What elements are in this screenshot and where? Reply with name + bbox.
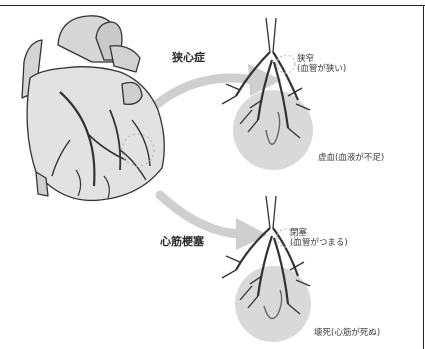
infarction-vessel: [222, 196, 311, 342]
angina-result: 虚血(血液が不足): [318, 154, 384, 164]
angina-title: 狭心症: [172, 52, 205, 65]
infarction-status: 閉塞 (血管がつまる): [290, 229, 348, 249]
angina-status-description: (血管が狭い): [297, 65, 346, 75]
infarction-title: 心筋梗塞: [160, 236, 204, 249]
heart-illustration: [22, 16, 164, 201]
angina-vessel: [222, 18, 313, 170]
infarction-status-description: (血管がつまる): [290, 239, 348, 249]
angina-status: 狭窄 (血管が狭い): [297, 55, 346, 75]
infarction-result: 壊死(心筋が死ぬ): [314, 329, 380, 339]
